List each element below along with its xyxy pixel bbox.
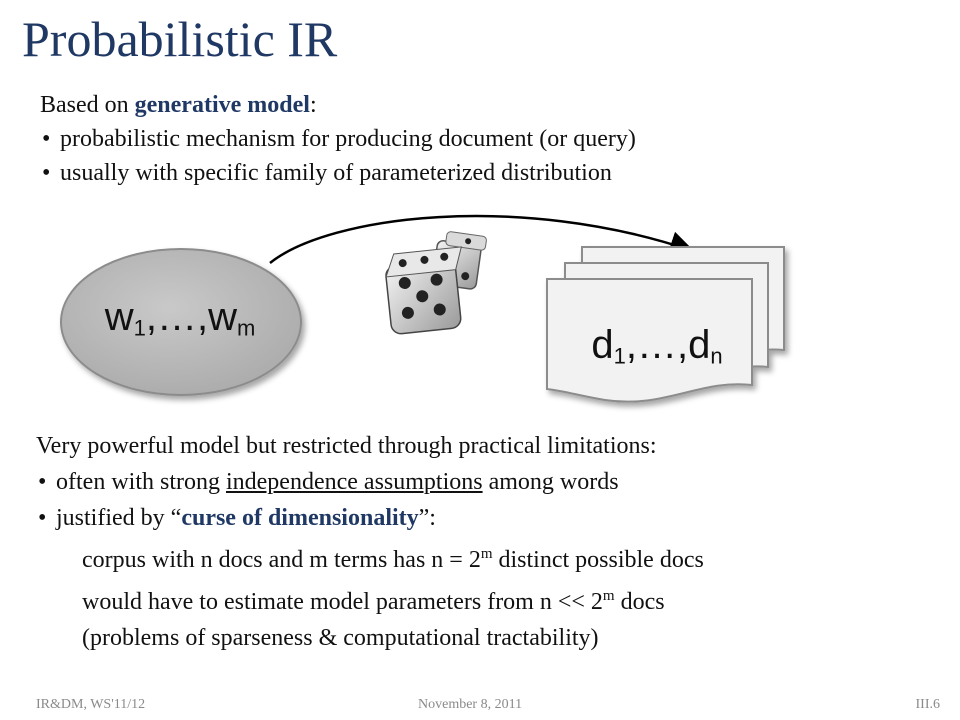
intro-bullet-1: probabilistic mechanism for producing do…	[40, 122, 636, 156]
intro-bullet-2: usually with specific family of paramete…	[40, 156, 636, 190]
document-stack	[546, 246, 785, 403]
dimensionality-bullet: justified by “curse of dimensionality”:	[36, 500, 704, 536]
footer-date: November 8, 2011	[418, 697, 523, 712]
documents-label: d1,…,dn	[591, 323, 723, 369]
intro-highlight: generative model	[134, 92, 310, 118]
intro-suffix: :	[309, 92, 317, 118]
parameter-label: w1,…,wm	[104, 295, 256, 341]
dice-icon	[385, 231, 487, 335]
estimate-line: would have to estimate model parameters …	[82, 588, 665, 615]
intro-prefix: Based on	[40, 92, 135, 118]
independence-bullet: often with strong independence assumptio…	[36, 464, 704, 500]
curse-of-dimensionality-text: curse of dimensionality	[181, 505, 419, 531]
page-title: Probabilistic IR	[22, 11, 338, 67]
footer-course: IR&DM, WS'11/12	[36, 697, 146, 712]
sparseness-line: (problems of sparseness & computational …	[82, 625, 599, 651]
footer-slide-number: III.6	[915, 697, 941, 712]
limitations-block: Very powerful model but restricted throu…	[36, 428, 704, 656]
generative-diagram: w1,…,wm d1,…,dn	[0, 195, 960, 425]
corpus-line: corpus with n docs and m terms has n = 2…	[82, 546, 704, 573]
diagram-graphics	[60, 214, 785, 403]
generation-arrow	[269, 214, 695, 264]
intro-block: Based on generative model: probabilistic…	[40, 88, 636, 190]
limitations-lead: Very powerful model but restricted throu…	[36, 433, 657, 459]
independence-assumptions-text: independence assumptions	[225, 469, 483, 495]
intro-line: Based on generative model:	[40, 88, 636, 122]
parameter-oval	[60, 248, 302, 396]
